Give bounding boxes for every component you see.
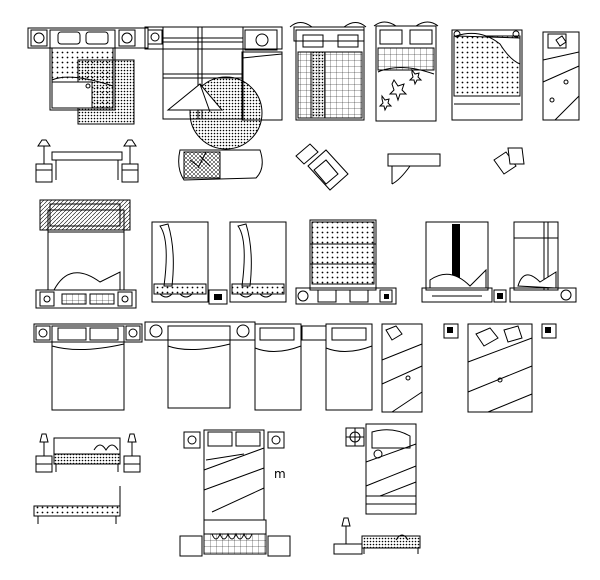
pillow-icon [57, 327, 87, 341]
bed-plan-grid-quilt [289, 22, 367, 121]
sofa-bench-elevation [33, 486, 121, 524]
twin-beds-pair [151, 221, 287, 305]
chair-plan-rotated [295, 143, 349, 191]
twin-beds-plan [254, 323, 373, 411]
pillow-icon [331, 327, 367, 341]
pillow-icon [385, 325, 403, 341]
telephone-icon [379, 289, 393, 303]
annotation-mark: m [274, 467, 286, 481]
bed-elevation-headboard-lamps [35, 433, 141, 473]
lamp-icon [127, 433, 137, 443]
nightstand-icon [118, 29, 136, 47]
pillow-icon [337, 34, 359, 48]
pillow-icon [507, 147, 525, 165]
lamp-icon [236, 324, 250, 338]
bed-plan-plaid-with-round-rug [144, 26, 283, 150]
nightstand-icon [30, 29, 48, 47]
telephone-icon [541, 323, 557, 339]
telephone-icon [255, 33, 269, 47]
nightstand-icon [267, 535, 291, 557]
pillow-icon [259, 327, 295, 341]
lamp-icon [121, 32, 133, 44]
bed-plan-diagonal-small [381, 323, 459, 413]
nightstand-icon [208, 289, 228, 305]
lamp-icon [150, 32, 160, 42]
bed-plan-with-rug-1 [27, 27, 149, 125]
lamp-icon [33, 32, 45, 44]
pillow-icon [89, 327, 119, 341]
pillow-icon [85, 31, 109, 45]
bed-plan-floral-quilt [373, 21, 439, 122]
bed-elevation-with-lamps [35, 139, 139, 183]
pillow-icon [503, 325, 523, 343]
nightstand-icon [35, 325, 51, 341]
pillow-icon [207, 431, 233, 447]
bed-striped-spread [421, 221, 507, 303]
bed-plan-diagonal-large [467, 323, 557, 413]
nightstand-icon [125, 325, 141, 341]
bench-elevation-with-lamp [333, 517, 421, 555]
cushions-pair [493, 147, 525, 175]
rug-wavy-pattern [178, 149, 263, 181]
side-table-plan [387, 153, 441, 185]
pillow-icon [57, 31, 81, 45]
nightstand-icon [121, 163, 139, 183]
lamp-icon [149, 324, 163, 338]
bed-plan-dotted-with-throw [451, 29, 523, 121]
pillow-icon [493, 151, 517, 175]
nightstand-icon [39, 291, 55, 307]
lamp-icon [341, 517, 351, 527]
nightstand-icon [147, 29, 163, 45]
pillow-icon [409, 29, 433, 45]
telephone-icon [493, 289, 507, 303]
nightstand-icon [117, 291, 133, 307]
telephone-icon [443, 323, 459, 339]
nightstand-icon [301, 325, 327, 341]
chair-icon [295, 143, 319, 165]
lamp-icon [37, 139, 51, 147]
nightstand-icon [333, 543, 363, 555]
bed-plan-simple-with-stands [144, 321, 256, 409]
lamp-icon [39, 433, 49, 443]
nightstand-icon [179, 535, 203, 557]
nightstand-icon [35, 163, 53, 183]
pillow-icon [302, 34, 324, 48]
single-bed-cross-pattern [509, 221, 577, 303]
bed-plan-simple-double [33, 323, 143, 411]
bed-dotted-headboard [295, 219, 397, 305]
pillow-icon [379, 29, 403, 45]
bed-with-canopy-headboard [35, 199, 137, 309]
single-bed-plan-diagonal [345, 423, 417, 515]
pillow-icon [235, 431, 261, 447]
lamp-icon [123, 139, 137, 147]
bed-plan-diagonal-single [542, 31, 580, 121]
bed-plan-diagonal-with-stands: m [183, 429, 286, 521]
pillow-icon [547, 33, 567, 49]
pillow-icon [475, 327, 499, 347]
bed-elevation-curtained [179, 519, 291, 557]
